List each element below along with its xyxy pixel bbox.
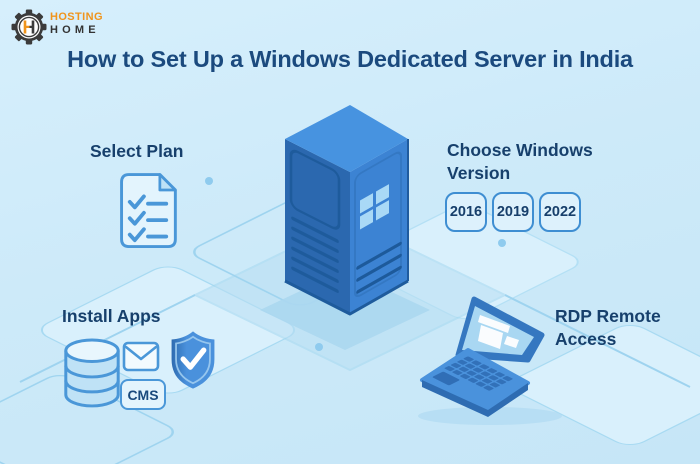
brand-name-bottom: HOME	[50, 24, 100, 36]
version-option-2022: 2022	[539, 192, 581, 232]
rdp-remote-access-label: RDP Remote Access	[555, 306, 661, 350]
windows-server-tower-icon	[284, 105, 409, 316]
brand-name-top: HOSTING	[50, 11, 103, 23]
email-icon	[122, 341, 160, 372]
vent-slats-left	[291, 216, 339, 293]
checklist-document-icon	[120, 173, 177, 249]
shield-check-icon	[171, 331, 215, 389]
laptop-keyboard	[432, 356, 513, 391]
brand-gear-icon: H	[11, 9, 47, 45]
version-option-2019-text: 2019	[496, 204, 530, 220]
check-icon	[127, 227, 146, 243]
windows-logo-icon	[360, 184, 389, 230]
database-icon	[64, 338, 120, 408]
cms-badge: CMS	[120, 379, 166, 410]
version-option-2019: 2019	[492, 192, 534, 232]
install-apps-label: Install Apps	[62, 306, 161, 326]
page-title: How to Set Up a Windows Dedicated Server…	[67, 46, 633, 72]
check-icon	[127, 210, 146, 226]
remote-window-icon	[478, 315, 519, 349]
vent-slats-right	[356, 241, 402, 294]
select-plan-label: Select Plan	[90, 141, 184, 161]
brand-monogram: H	[23, 18, 36, 38]
choose-windows-version-label: Choose Windows Version	[447, 140, 593, 184]
check-icon	[127, 194, 146, 210]
version-option-2016: 2016	[445, 192, 487, 232]
laptop-icon	[418, 296, 562, 425]
version-option-2022-text: 2022	[543, 204, 577, 220]
laptop-trackpad	[432, 371, 460, 386]
version-option-2016-text: 2016	[449, 204, 483, 220]
brand-wordmark: HOSTING HOME	[50, 12, 103, 36]
cms-badge-text: CMS	[127, 386, 159, 403]
check-icon	[180, 347, 207, 370]
